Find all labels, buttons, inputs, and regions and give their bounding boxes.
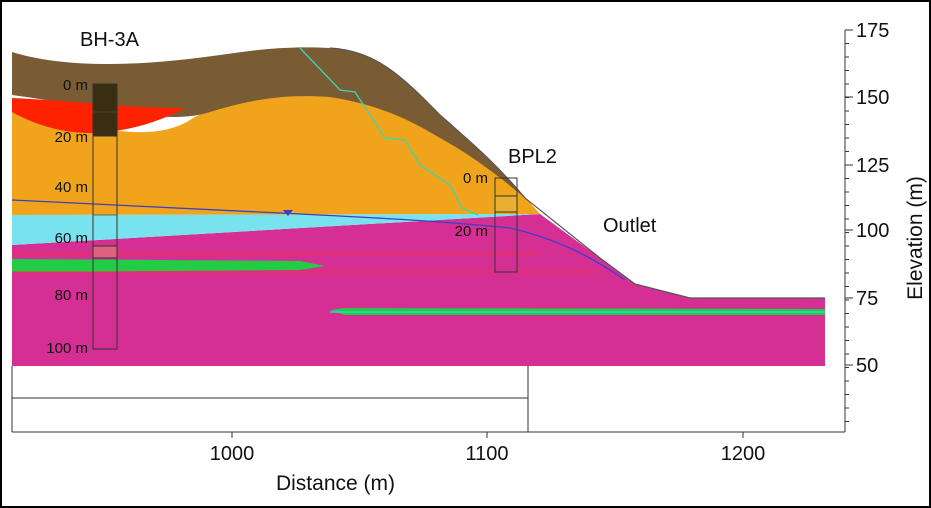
depth-label: 60 m <box>55 230 88 247</box>
depth-label: 40 m <box>55 179 88 196</box>
borehole-title-bpl2: BPL2 <box>508 146 557 168</box>
depth-label: 80 m <box>55 287 88 304</box>
bedrock-layer <box>12 214 825 366</box>
y-tick-label: 50 <box>856 355 878 377</box>
borehole-bpl2[interactable] <box>494 177 518 273</box>
borehole-column <box>494 177 518 273</box>
y-axis-ticks: 175 150 125 100 75 50 <box>845 20 889 422</box>
water-table-marker-icon <box>283 210 293 216</box>
x-tick-label: 1200 <box>721 443 766 465</box>
green-lens-left <box>12 259 325 272</box>
y-tick-label: 175 <box>856 20 889 42</box>
depth-label: 0 m <box>63 77 88 94</box>
y-tick-label: 150 <box>856 87 889 109</box>
borehole-dark-segment <box>92 83 118 137</box>
x-tick-label: 1000 <box>210 443 255 465</box>
borehole-title-bh-3a: BH-3A <box>80 29 140 51</box>
sand-layer <box>12 95 540 215</box>
y-tick-label: 100 <box>856 220 889 242</box>
depth-label: 100 m <box>46 340 88 357</box>
y-tick-label: 75 <box>856 288 878 310</box>
seepage-line <box>299 47 479 216</box>
clay-aquifer-layer <box>12 214 540 245</box>
x-tick-label: 1100 <box>465 443 508 465</box>
borehole-bh-3a[interactable] <box>92 83 118 350</box>
depth-label: 20 m <box>455 223 488 240</box>
borehole-segment <box>92 245 118 259</box>
y-axis-title: Elevation (m) <box>904 176 927 300</box>
depth-label: 20 m <box>55 129 88 146</box>
borehole-sand-segment <box>494 195 518 213</box>
x-axis-ticks: 1000 1100 1200 <box>210 432 766 465</box>
ground-surface-line <box>329 47 825 299</box>
depth-label: 0 m <box>463 170 488 187</box>
water-table-line <box>11 199 626 281</box>
y-tick-label: 125 <box>856 155 889 177</box>
x-axis-title: Distance (m) <box>276 472 395 495</box>
topsoil-layer <box>12 47 525 199</box>
outlet-label: Outlet <box>603 215 657 237</box>
